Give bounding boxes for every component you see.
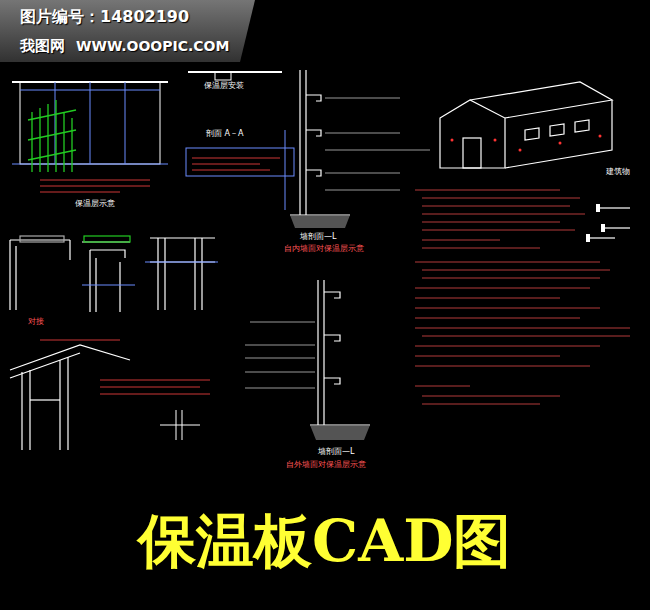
drawing-title: 自外墙面对保温层示意 xyxy=(286,461,366,470)
caption-title: 保温板CAD图 xyxy=(138,510,511,574)
watermark-id: 图片编号：14802190 xyxy=(20,8,189,26)
section-label: 墙剖面—L xyxy=(300,233,336,242)
drawing-title: 建筑物 xyxy=(606,168,630,177)
drawing-title: 保温层示意 xyxy=(75,200,115,209)
section-label: 墙剖面—L xyxy=(318,448,354,457)
section-label: 剖面 A－A xyxy=(206,130,244,139)
watermark-url: WWW.OOOPIC.COM xyxy=(76,39,229,54)
drawing-title: 对接 xyxy=(28,318,44,327)
drawing-title: 自内墙面对保温层示意 xyxy=(284,245,364,254)
detail-title: 保温层安装 xyxy=(204,82,244,91)
watermark-site: 我图网 xyxy=(20,38,65,55)
